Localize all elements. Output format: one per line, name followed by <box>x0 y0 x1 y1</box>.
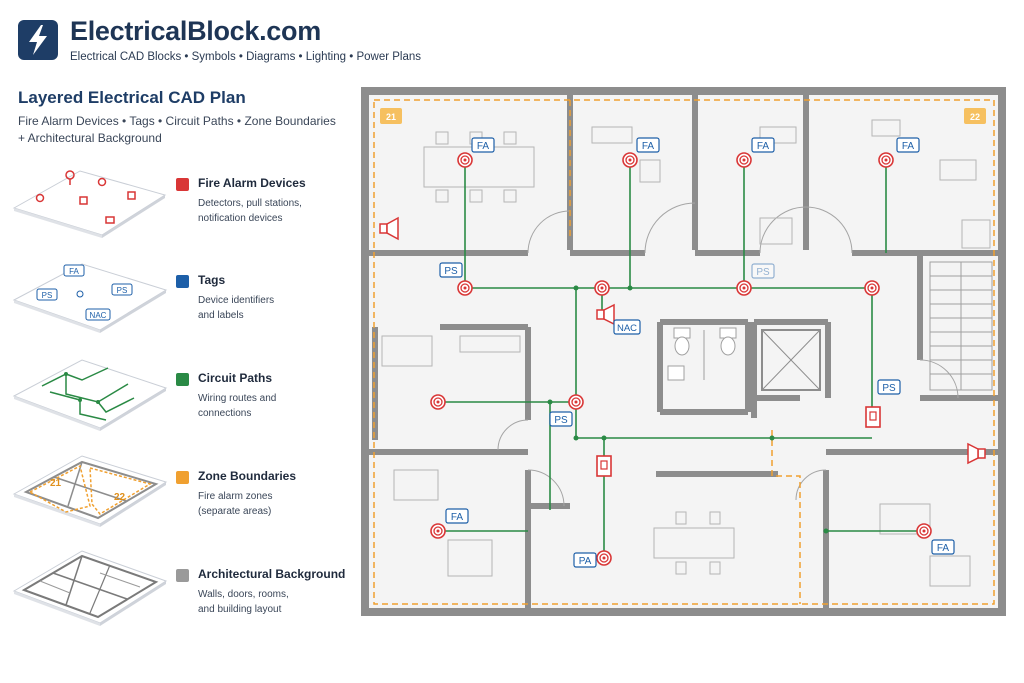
plan-title: Layered Electrical CAD Plan <box>18 88 246 107</box>
legend-swatch-blue <box>176 275 189 288</box>
circuit-paths-layer-thumbnail <box>12 359 168 431</box>
device-tag-fa: FA <box>751 137 775 153</box>
device-tag-ps: PS <box>439 262 463 278</box>
legend-desc: Walls, doors, rooms,and building layout <box>198 589 289 615</box>
svg-text:PA: PA <box>579 556 592 567</box>
smoke-detector-icon[interactable] <box>594 280 610 296</box>
thumb-tag-nac: NAC <box>90 311 107 320</box>
svg-text:FA: FA <box>451 512 464 523</box>
legend-title: Tags <box>198 273 226 287</box>
lightning-bolt-logo-icon <box>18 20 58 60</box>
horn-strobe-icon[interactable] <box>967 442 986 465</box>
svg-text:PS: PS <box>882 383 896 394</box>
zone-boundaries <box>373 99 995 605</box>
legend-title: Fire Alarm Devices <box>198 176 306 190</box>
svg-text:21: 21 <box>386 112 396 122</box>
exterior-wall <box>361 87 1006 616</box>
smoke-detector-icon[interactable] <box>736 280 752 296</box>
smoke-detector-icon[interactable] <box>457 152 473 168</box>
door-swings <box>497 202 959 507</box>
smoke-detector-icon[interactable] <box>596 550 612 566</box>
thumb-tag-ps-right: PS <box>117 286 128 295</box>
site-name: ElectricalBlock.com <box>70 16 321 46</box>
svg-text:FA: FA <box>477 141 490 152</box>
fire-alarm-layer-thumbnail <box>12 170 167 238</box>
device-tag-fa: FA <box>445 508 469 524</box>
smoke-detector-icon[interactable] <box>430 394 446 410</box>
device-tag-ps: PS <box>549 411 573 427</box>
svg-text:FA: FA <box>937 543 950 554</box>
legend-swatch-red <box>176 178 189 191</box>
horn-strobe-icon[interactable] <box>379 216 399 241</box>
architectural-layer-thumbnail <box>12 550 168 626</box>
thumb-tag-fa: FA <box>69 267 79 276</box>
svg-text:PS: PS <box>756 267 770 278</box>
svg-text:PS: PS <box>444 266 458 277</box>
thumb-zone-22: 22 <box>114 492 126 503</box>
svg-text:FA: FA <box>757 141 770 152</box>
thumb-tag-ps-left: PS <box>42 291 53 300</box>
zone-boundaries-layer-thumbnail: 21 22 <box>12 455 168 527</box>
legend-swatch-gray <box>176 569 189 582</box>
smoke-detector-icon[interactable] <box>736 152 752 168</box>
legend-desc: Fire alarm zones(separate areas) <box>198 491 273 517</box>
floor-plan: 21 22 <box>361 87 1006 616</box>
svg-text:PS: PS <box>554 415 568 426</box>
thumb-zone-21: 21 <box>50 478 62 489</box>
device-tag-pa: PA <box>573 552 597 568</box>
svg-text:FA: FA <box>902 141 915 152</box>
device-tag-fa: FA <box>931 539 955 555</box>
legend-title: Zone Boundaries <box>198 469 297 483</box>
pull-station-icon[interactable] <box>865 406 881 428</box>
plan-subtitle-line1: Fire Alarm Devices • Tags • Circuit Path… <box>18 114 336 128</box>
smoke-detector-icon[interactable] <box>568 394 584 410</box>
legend-swatch-orange <box>176 471 189 484</box>
legend-title: Architectural Background <box>198 567 346 581</box>
device-tag-ps: PS <box>751 263 775 279</box>
smoke-detector-icon[interactable] <box>864 280 880 296</box>
restroom-fixtures <box>667 327 737 381</box>
legend-title: Circuit Paths <box>198 371 273 385</box>
device-tag-nac: NAC <box>613 319 641 335</box>
elevator-shaft <box>761 329 821 391</box>
site-header: ElectricalBlock.com Electrical CAD Block… <box>18 16 618 68</box>
svg-text:NAC: NAC <box>617 323 637 334</box>
site-tagline: Electrical CAD Blocks • Symbols • Diagra… <box>70 51 422 63</box>
zone-tag-22: 22 <box>964 108 986 124</box>
legend-desc: Detectors, pull stations,notification de… <box>198 198 302 224</box>
smoke-detector-icon[interactable] <box>878 152 894 168</box>
svg-text:FA: FA <box>642 141 655 152</box>
device-tag-fa: FA <box>896 137 920 153</box>
smoke-detector-icon[interactable] <box>916 523 932 539</box>
device-tag-ps: PS <box>877 379 901 395</box>
pull-station-icon[interactable] <box>596 455 612 477</box>
furniture <box>381 119 991 587</box>
smoke-detector-icon[interactable] <box>430 523 446 539</box>
svg-text:22: 22 <box>970 112 980 122</box>
device-tag-fa: FA <box>636 137 660 153</box>
interior-walls <box>365 91 1002 612</box>
stairs <box>929 261 993 391</box>
smoke-detector-icon[interactable] <box>622 152 638 168</box>
legend-swatch-green <box>176 373 189 386</box>
smoke-detector-icon[interactable] <box>457 280 473 296</box>
plan-subtitle-line2: + Architectural Background <box>18 131 162 145</box>
tags-layer-thumbnail: FA PS PS NAC <box>12 263 168 333</box>
device-tag-fa: FA <box>471 137 495 153</box>
zone-tag-21: 21 <box>380 108 402 124</box>
